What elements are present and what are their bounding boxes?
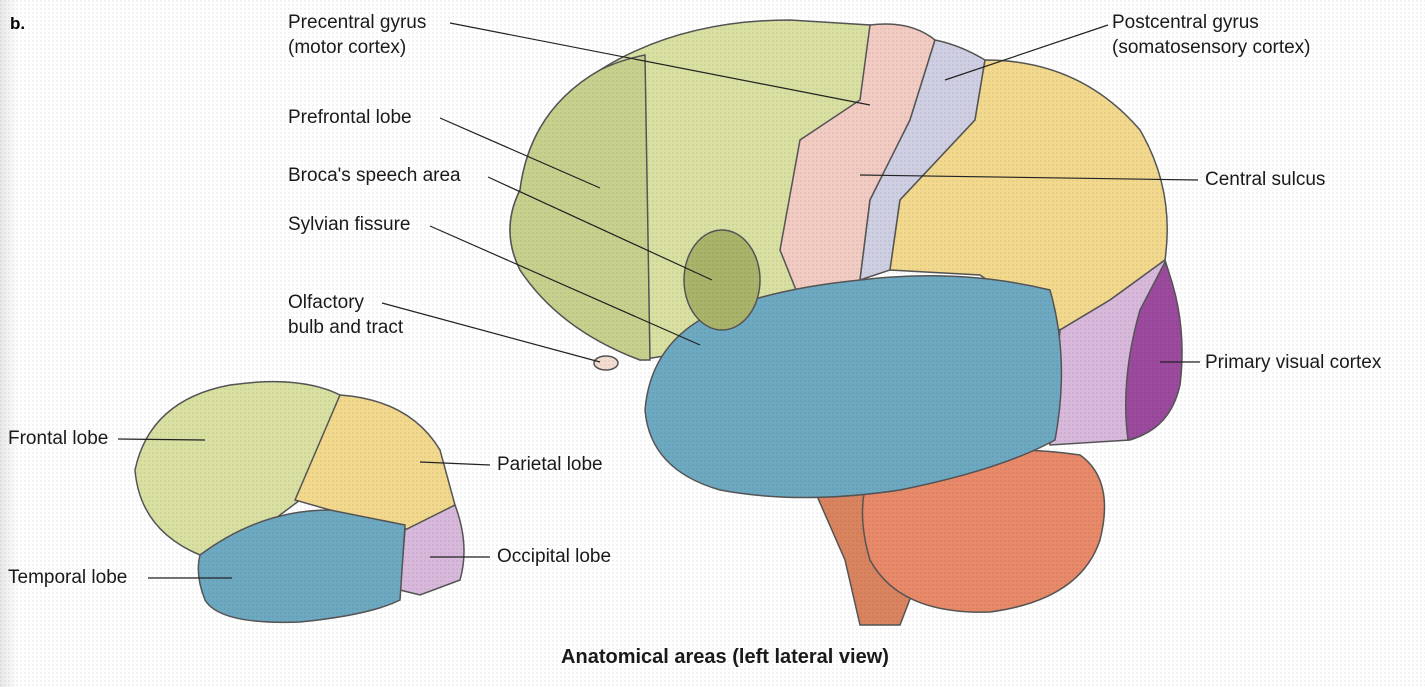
label-frontal: Frontal lobe <box>8 428 109 449</box>
label-prefrontal: Prefrontal lobe <box>288 107 412 128</box>
label-postcentral: Postcentral gyrus (somatosensory cortex) <box>1112 10 1311 60</box>
label-occipital: Occipital lobe <box>497 546 612 567</box>
leader-broca <box>487 176 713 281</box>
figure-label: b. <box>10 14 26 33</box>
leader-olfactory <box>381 302 601 363</box>
leader-prefrontal <box>439 117 601 189</box>
label-primary-visual: Primary visual cortex <box>1205 352 1382 373</box>
label-broca: Broca's speech area <box>288 165 461 186</box>
label-central-sulcus: Central sulcus <box>1205 169 1326 190</box>
label-olfactory-line1: Olfactory <box>288 292 365 313</box>
label-olfactory-line2: bulb and tract <box>288 317 404 338</box>
leader-frontal <box>117 438 206 441</box>
label-temporal: Temporal lobe <box>8 567 128 588</box>
label-precentral-line1: Precentral gyrus <box>288 12 427 33</box>
label-postcentral-line2: (somatosensory cortex) <box>1112 37 1311 58</box>
leader-postcentral <box>944 24 1109 81</box>
label-precentral-line2: (motor cortex) <box>288 37 407 58</box>
label-sylvian: Sylvian fissure <box>288 214 411 235</box>
leader-sylvian <box>429 225 701 346</box>
leader-precentral <box>449 22 871 106</box>
leader-parietal <box>419 461 491 466</box>
label-postcentral-line1: Postcentral gyrus <box>1112 12 1259 33</box>
leader-lines <box>117 22 1200 579</box>
brocas-area <box>683 229 761 331</box>
olfactory-bulb <box>593 355 619 371</box>
figure-caption: Anatomical areas (left lateral view) <box>561 646 889 668</box>
label-parietal: Parietal lobe <box>497 454 603 475</box>
label-precentral: Precentral gyrus (motor cortex) <box>288 10 426 60</box>
leader-central-sulcus <box>859 174 1199 181</box>
label-olfactory: Olfactory bulb and tract <box>288 290 403 340</box>
